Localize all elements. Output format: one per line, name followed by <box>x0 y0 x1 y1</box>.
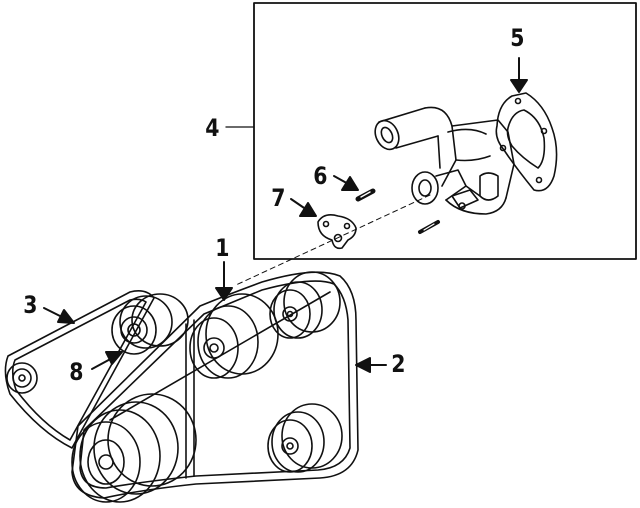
upper-right-pulley <box>269 271 341 339</box>
callout-6: 6 <box>313 162 328 190</box>
callout-1: 1 <box>215 234 230 262</box>
arrow-6 <box>333 175 359 191</box>
callout-3: 3 <box>23 291 38 319</box>
arrow-8 <box>91 351 123 370</box>
gasket-part <box>495 92 558 192</box>
upper-pulley <box>189 293 279 379</box>
small-idler-pulley <box>6 362 38 394</box>
arrow-7 <box>290 198 317 217</box>
lower-right-pulley <box>267 403 343 473</box>
callout-2: 2 <box>391 350 406 378</box>
stud-part <box>355 188 376 202</box>
callout-7: 7 <box>271 184 286 212</box>
callout-arrows <box>43 57 528 373</box>
arrow-2 <box>355 357 387 373</box>
water-pump-part <box>374 106 515 234</box>
detail-box <box>253 2 637 260</box>
arrow-3 <box>43 307 75 324</box>
leader-lines <box>225 126 363 366</box>
guide-line <box>235 194 431 286</box>
fitting-part <box>317 214 357 250</box>
arrow-5 <box>510 57 528 93</box>
callout-4: 4 <box>205 114 220 142</box>
crankshaft-pulley <box>71 393 197 503</box>
callout-5: 5 <box>510 24 525 52</box>
callout-8: 8 <box>69 358 84 386</box>
